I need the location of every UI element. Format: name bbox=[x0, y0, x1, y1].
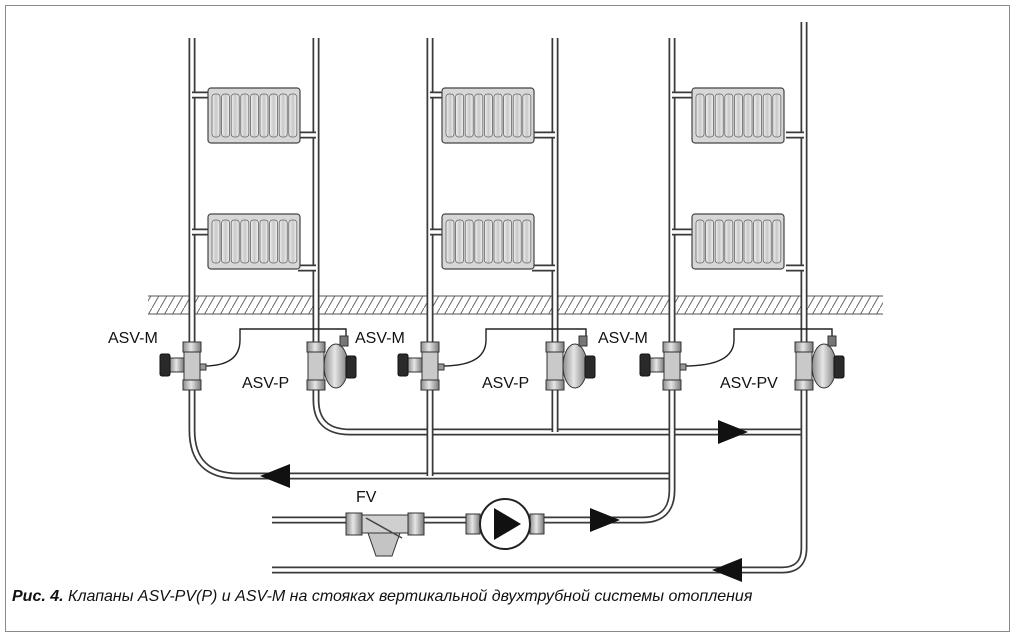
impulse-tube bbox=[683, 328, 833, 367]
floor-slab bbox=[148, 296, 883, 314]
caption-text: Клапаны ASV-PV(P) и ASV-M на стояках вер… bbox=[68, 588, 753, 605]
circulation-pump bbox=[465, 498, 545, 550]
asv-p-valve bbox=[306, 335, 357, 391]
label-asv-pv: ASV-PV bbox=[720, 375, 778, 392]
impulse-tube bbox=[441, 328, 587, 367]
radiator bbox=[691, 213, 785, 270]
flow-arrow-supply bbox=[718, 420, 748, 444]
impulse-tube bbox=[203, 328, 347, 367]
radiator bbox=[691, 87, 785, 144]
caption-number: Рис. 4. bbox=[12, 588, 64, 605]
label-asv-m-3: ASV-M bbox=[598, 330, 648, 347]
flow-arrow-bottom bbox=[712, 558, 742, 582]
asv-p-valve bbox=[545, 335, 596, 391]
strainer-fv bbox=[345, 512, 425, 557]
label-asv-m-1: ASV-M bbox=[108, 330, 158, 347]
asv-m-valve bbox=[397, 341, 445, 391]
asv-m-valve bbox=[159, 341, 207, 391]
figure-caption: Рис. 4. Клапаны ASV-PV(P) и ASV-M на сто… bbox=[12, 588, 752, 606]
radiators bbox=[207, 87, 785, 270]
radiator bbox=[441, 87, 535, 144]
radiator bbox=[441, 213, 535, 270]
label-asv-m-2: ASV-M bbox=[355, 330, 405, 347]
flow-arrows bbox=[260, 420, 748, 582]
figure-frame bbox=[5, 5, 1010, 632]
radiator bbox=[207, 213, 301, 270]
asv-p-valve bbox=[794, 335, 845, 391]
label-asv-p-1: ASV-P bbox=[242, 375, 289, 392]
label-fv: FV bbox=[356, 489, 377, 506]
flow-arrow-pump-out bbox=[590, 508, 620, 532]
asv-m-valve bbox=[639, 341, 687, 391]
flow-arrow-return bbox=[260, 464, 290, 488]
radiator bbox=[207, 87, 301, 144]
valves bbox=[159, 335, 845, 391]
label-asv-p-2: ASV-P bbox=[482, 375, 529, 392]
